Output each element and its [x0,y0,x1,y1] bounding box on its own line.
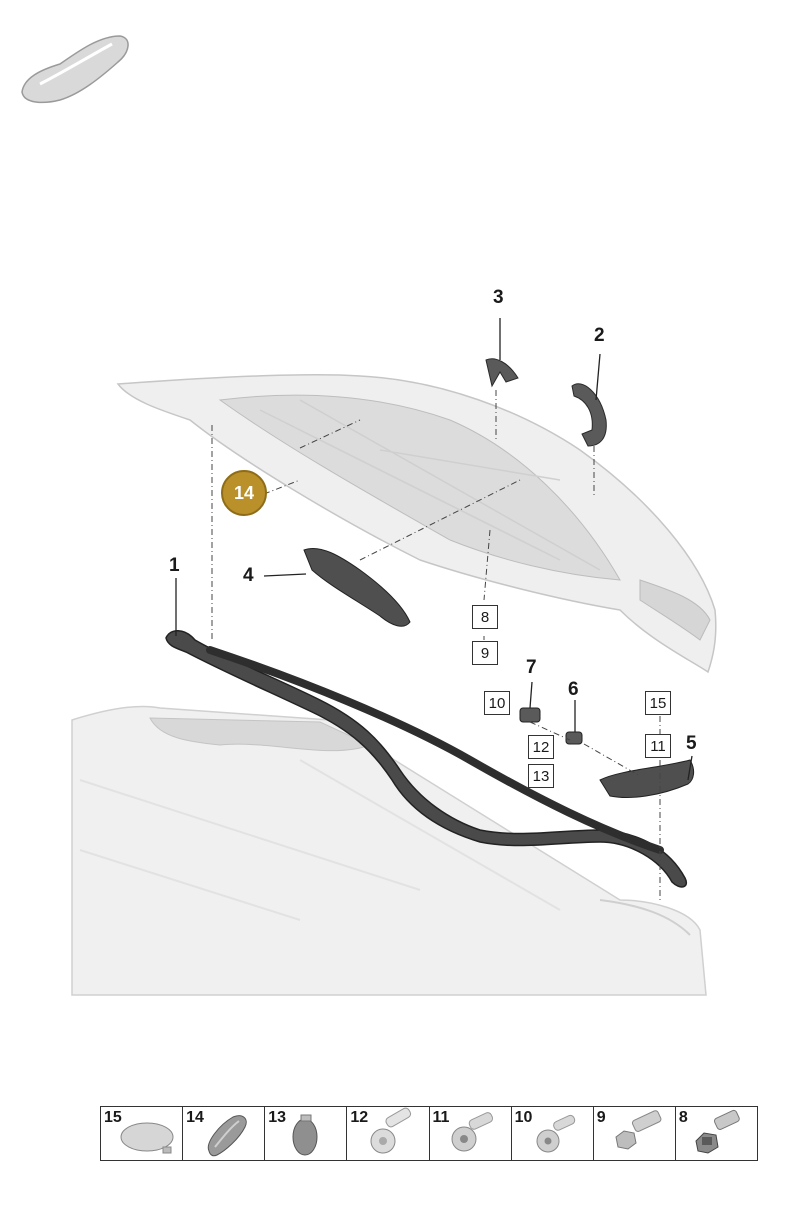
trunk-seal [165,630,687,888]
bolt-flange-icon [370,1107,412,1154]
callout-5[interactable]: 5 [686,733,697,754]
bracket-5 [599,759,695,798]
legend-number: 10 [514,1109,533,1126]
nut-clip-icon [695,1109,740,1154]
legend-number: 13 [268,1109,287,1126]
clip-icon [292,1114,318,1156]
box-label-12[interactable]: 12 [528,735,554,759]
callout-1[interactable]: 1 [169,555,180,576]
callout-2[interactable]: 2 [594,325,605,346]
decklid-panel [116,373,717,674]
callout-6[interactable]: 6 [568,679,579,700]
clip-7 [519,707,541,723]
leader-lines [211,390,661,900]
legend-cell[interactable]: 11 [430,1107,512,1160]
callout-3[interactable]: 3 [493,287,504,308]
legend-cell[interactable]: 9 [594,1107,676,1160]
bracket-2 [571,383,607,447]
legend-number: 15 [104,1109,122,1126]
legend-number: 8 [678,1109,688,1126]
car-thumbnail-icon [21,35,129,104]
legend-cell[interactable]: 10 [512,1107,594,1160]
bracket-4 [303,547,411,627]
box-label-8[interactable]: 8 [472,605,498,629]
legend-cell[interactable]: 15 [101,1107,184,1160]
legend-cell[interactable]: 8 [676,1107,757,1160]
screw-hex-icon [615,1110,662,1150]
cap-icon [120,1122,174,1154]
box-label-9[interactable]: 9 [472,641,498,665]
legend-number: 9 [596,1109,606,1126]
bracket-3 [485,358,519,388]
screw-torx-icon [451,1112,493,1152]
callout-leaders [175,318,693,781]
legend-cell[interactable]: 13 [265,1107,348,1160]
legend-cell[interactable]: 12 [347,1107,430,1160]
parts-legend: 15 14 13 12 [100,1106,758,1161]
clip-6 [565,731,583,745]
legend-cell[interactable]: 14 [183,1107,266,1160]
box-label-15[interactable]: 15 [645,691,671,715]
plug-icon [207,1115,247,1157]
callout-7[interactable]: 7 [526,657,537,678]
highlight-badge-14[interactable]: 14 [221,470,267,516]
box-label-10[interactable]: 10 [484,691,510,715]
legend-number: 14 [186,1109,204,1126]
box-label-13[interactable]: 13 [528,764,554,788]
legend-number: 12 [350,1109,369,1126]
rear-body-shell [71,705,707,996]
legend-number: 11 [432,1109,450,1126]
screw-torx-small-icon [536,1114,575,1153]
callout-4[interactable]: 4 [243,565,254,586]
box-label-11[interactable]: 11 [645,734,671,758]
